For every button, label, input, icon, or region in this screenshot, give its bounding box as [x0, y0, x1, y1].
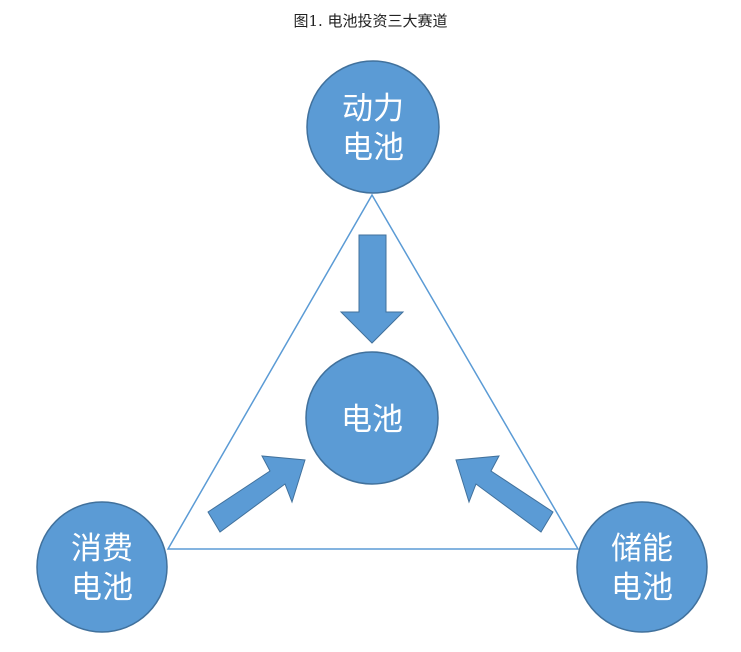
center-label: 电池 — [341, 402, 403, 438]
node-battery-center: 电池 — [305, 351, 439, 485]
triangle-outline — [166, 193, 580, 550]
node-power-line1: 动力 — [342, 91, 404, 127]
arrow-up-left-from-right — [455, 455, 554, 533]
node-power-line2: 电池 — [342, 130, 404, 166]
figure-caption: 图1. 电池投资三大赛道 — [293, 12, 448, 30]
node-consumer-line1: 消费 — [71, 531, 133, 567]
node-consumer-line2: 电池 — [71, 570, 133, 606]
arrow-up-right-from-left — [207, 455, 306, 533]
node-storage-battery: 储能 电池 — [576, 501, 708, 633]
node-power-battery: 动力 电池 — [306, 60, 440, 194]
node-storage-line1: 储能 — [611, 531, 673, 567]
node-storage-line2: 电池 — [611, 570, 673, 606]
node-consumer-battery: 消费 电池 — [36, 501, 168, 633]
arrow-down — [339, 234, 405, 344]
